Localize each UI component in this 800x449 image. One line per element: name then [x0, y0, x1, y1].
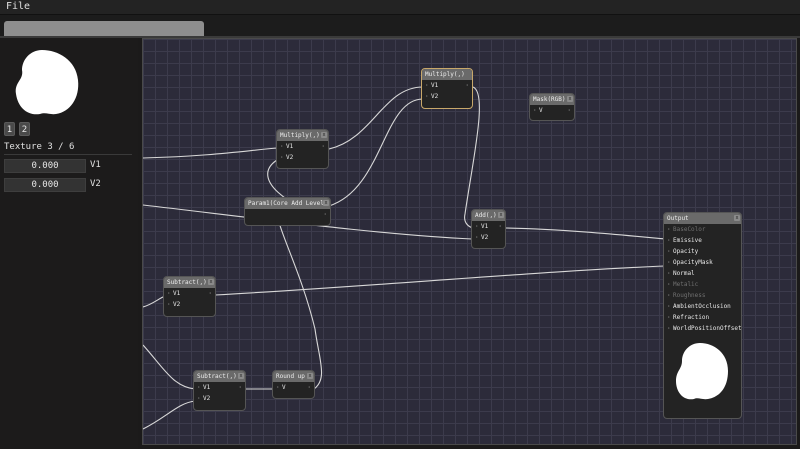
connection-wires [143, 86, 666, 430]
pin-dot: · [667, 226, 671, 233]
pin-v2[interactable]: ·V2 [197, 395, 211, 402]
output-pin[interactable]: ·Normal [664, 268, 741, 279]
tab-underline [0, 36, 800, 38]
pin-v[interactable]: ·V· [533, 107, 571, 114]
node-add[interactable]: Add(,)x ·V1· ·V2 [471, 209, 506, 249]
pin-output[interactable]: · [323, 211, 327, 218]
wire-left-to-subtract-b [143, 344, 196, 390]
output-pin-label: Roughness [673, 292, 706, 299]
node-graph-canvas[interactable]: Multiply(,) ·V1· ·V2 Multiply(,)x ·V1· ·… [142, 38, 797, 445]
close-icon[interactable]: x [498, 212, 504, 218]
output-pin-label: AmbientOcclusion [673, 303, 731, 310]
close-icon[interactable]: x [321, 132, 327, 138]
output-pin-label: Emissive [673, 237, 702, 244]
pin-dot: · [667, 325, 671, 332]
output-pin[interactable]: ·Roughness [664, 290, 741, 301]
wire-left-to-subtract-a [143, 295, 166, 308]
pin-v2[interactable]: ·V2 [167, 301, 181, 308]
output-pin[interactable]: ·Refraction [664, 312, 741, 323]
output-pin[interactable]: ·AmbientOcclusion [664, 301, 741, 312]
divider [4, 154, 132, 155]
output-pin-label: BaseColor [673, 226, 706, 233]
v2-label: V2 [90, 179, 101, 189]
wire-left-to-subtract-b-v2 [143, 400, 196, 430]
close-icon[interactable]: x [734, 215, 740, 221]
tab-strip [0, 15, 800, 37]
pin-v[interactable]: ·V· [276, 384, 311, 391]
output-pin-label: WorldPositionOffset [673, 325, 742, 332]
pin-v1[interactable]: ·V1· [475, 223, 502, 230]
pin-dot: · [667, 314, 671, 321]
pin-v1[interactable]: ·V1· [280, 143, 325, 150]
node-mask[interactable]: Mask(RGB)x ·V· [529, 93, 575, 121]
tab-active[interactable] [4, 21, 204, 36]
output-pin-label: Normal [673, 270, 695, 277]
node-title: Add(,)x [472, 210, 505, 221]
close-icon[interactable]: x [567, 96, 573, 102]
pin-v1[interactable]: ·V1· [197, 384, 242, 391]
output-pin-label: OpacityMask [673, 259, 713, 266]
pin-v1[interactable]: ·V1· [425, 82, 469, 89]
pin-dot: · [667, 270, 671, 277]
wire-left-to-multiply-mid [143, 147, 278, 159]
close-icon[interactable]: x [307, 373, 313, 379]
output-pin[interactable]: ·Metalic [664, 279, 741, 290]
pin-v2[interactable]: ·V2 [475, 234, 489, 241]
node-title: Subtract(,)x [194, 371, 245, 382]
close-icon[interactable]: x [323, 200, 329, 206]
output-pin-label: Opacity [673, 248, 699, 255]
output-pin-label: Metalic [673, 281, 699, 288]
output-pin[interactable]: ·Opacity [664, 246, 741, 257]
pin-v2[interactable]: ·V2 [280, 154, 294, 161]
node-title: Param1(Core Add Level)x [245, 198, 330, 209]
pin-dot: · [667, 259, 671, 266]
output-preview [676, 343, 728, 400]
v1-field[interactable]: 0.000 [4, 159, 86, 173]
output-pin[interactable]: ·OpacityMask [664, 257, 741, 268]
v2-field[interactable]: 0.000 [4, 178, 86, 192]
wire-round-up-to-param [277, 218, 323, 390]
node-multiply-top[interactable]: Multiply(,) ·V1· ·V2 [421, 68, 473, 109]
pin-dot: · [667, 303, 671, 310]
node-subtract-b[interactable]: Subtract(,)x ·V1· ·V2 [193, 370, 246, 411]
pin-v1[interactable]: ·V1· [167, 290, 212, 297]
texture-counter: Texture 3 / 6 [4, 142, 75, 152]
output-pin[interactable]: ·WorldPositionOffset [664, 323, 742, 334]
output-pin-list: ·BaseColor·Emissive·Opacity·OpacityMask·… [664, 224, 742, 334]
left-panel: 1 2 Texture 3 / 6 0.000 V1 0.000 V2 [0, 38, 138, 449]
wire-subtract-a-to-output [214, 265, 666, 296]
wire-multiply-mid-to-multiply-top-v1 [328, 86, 424, 150]
node-multiply-mid[interactable]: Multiply(,)x ·V1· ·V2 [276, 129, 329, 169]
node-title: Multiply(,) [422, 69, 472, 80]
pin-dot: · [667, 292, 671, 299]
node-subtract-a[interactable]: Subtract(,)x ·V1· ·V2 [163, 276, 216, 317]
menu-bar: File [0, 0, 800, 15]
v1-label: V1 [90, 160, 101, 170]
texture-button-1[interactable]: 1 [4, 122, 15, 136]
pin-dot: · [667, 281, 671, 288]
wire-param-to-multiply-top-v2 [328, 98, 424, 207]
texture-button-2[interactable]: 2 [19, 122, 30, 136]
wire-add-to-output [504, 227, 666, 240]
output-pin-label: Refraction [673, 314, 710, 321]
node-title: Mask(RGB)x [530, 94, 574, 105]
node-title: Multiply(,)x [277, 130, 328, 141]
texture-preview [6, 44, 84, 118]
close-icon[interactable]: x [208, 279, 214, 285]
pin-dot: · [667, 248, 671, 255]
node-param[interactable]: Param1(Core Add Level)x · [244, 197, 331, 226]
output-pin[interactable]: ·BaseColor [664, 224, 741, 235]
pin-v2[interactable]: ·V2 [425, 93, 439, 100]
node-title: Subtract(,)x [164, 277, 215, 288]
output-pin[interactable]: ·Emissive [664, 235, 741, 246]
pin-dot: · [667, 237, 671, 244]
close-icon[interactable]: x [238, 373, 244, 379]
menu-file[interactable]: File [6, 1, 31, 12]
wire-multiply-top-to-add [464, 86, 480, 229]
